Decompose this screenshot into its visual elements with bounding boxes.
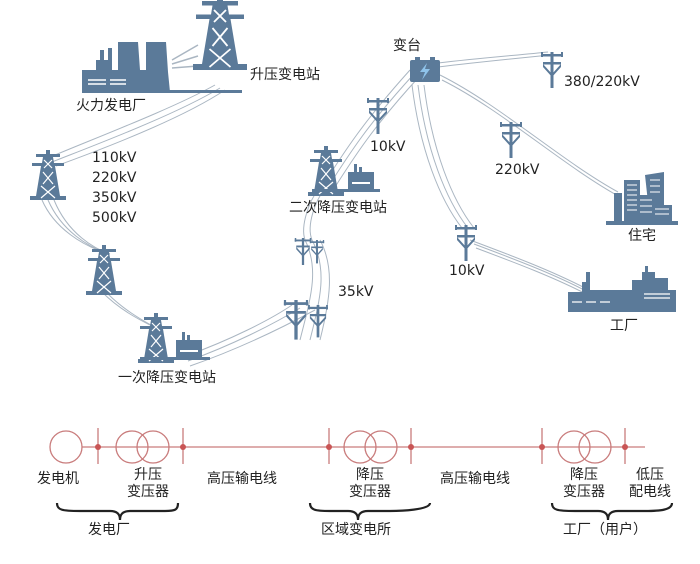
step-up-transformer-label-line2: 变压器 [127,484,169,500]
step-down-transformer-2-symbol [557,430,591,464]
pole-icon-35kv-d [308,305,328,338]
group-factory-user-label: 工厂（用户） [563,522,647,538]
lv-distribution-line-label-line1: 低压 [636,467,664,483]
step-down-transformer-2-label-line1: 降压 [570,467,598,483]
lv-distribution-line-label-line2: 配电线 [629,484,671,500]
step-down-transformer-1-label: 降压 变压器 [340,467,400,501]
generator-label: 发电机 [37,471,79,487]
thermal-power-plant-icon [82,42,242,93]
step-up-transformer-label: 升压 变压器 [118,467,178,501]
power-plant-label: 火力发电厂 [76,98,146,114]
step-down-transformer-2-label-line2: 变压器 [563,484,605,500]
residential-buildings-icon [606,172,678,225]
step-down-transformer-1-symbol [343,430,377,464]
pylon-icon-2 [85,244,123,296]
secondary-substation-label: 二次降压变电站 [289,200,387,216]
voltage-110kv-label: 110kV [92,150,137,166]
step-down-transformer-1-label-line1: 降压 [356,467,384,483]
group-regional-substation-label: 区域变电所 [321,522,391,538]
lv-distribution-line-label: 低压 配电线 [620,467,680,501]
pole-icon-220kv [500,122,522,158]
residential-label: 住宅 [628,228,656,244]
pole-icon-10kv-bottom [455,225,477,261]
transmission-wires [41,51,621,367]
factory-label: 工厂 [610,318,638,334]
voltage-10kv-top-label: 10kV [370,139,406,155]
step-down-transformer-1-label-line2: 变压器 [349,484,391,500]
voltage-220kv-label: 220kV [495,162,540,178]
primary-substation-icon [137,312,210,364]
braces [55,502,674,521]
voltage-10kv-bottom-label: 10kV [449,263,485,279]
step-up-pylon-icon [192,0,248,71]
hv-line-2-label: 高压输电线 [440,471,510,487]
battery-transformer-icon [410,57,440,82]
schematic-line [49,428,645,464]
step-up-station-label: 升压变电站 [250,67,320,83]
step-down-transformer-2-label: 降压 变压器 [554,467,614,501]
voltage-220kv-label: 220kV [92,170,137,186]
transformer-platform-label: 变台 [393,38,421,54]
step-up-transformer-symbol [115,430,149,464]
pylon-icon-1 [29,149,67,201]
pole-icon-35kv-c [283,300,309,340]
group-power-plant-label: 发电厂 [88,522,130,538]
voltage-500kv-label: 500kV [92,210,137,226]
step-up-transformer-label-line1: 升压 [134,467,162,483]
secondary-substation-icon [307,145,380,197]
pole-icon-380-220 [541,52,563,88]
primary-substation-label: 一次降压变电站 [118,370,216,386]
factory-icon [568,266,676,312]
voltage-380-220-label: 380/220kV [564,74,640,90]
voltage-350kv-label: 350kV [92,190,137,206]
generator-symbol [49,430,83,464]
hv-line-1-label: 高压输电线 [207,471,277,487]
voltage-35kv-label: 35kV [338,284,374,300]
pole-icon-35kv-a [294,238,312,265]
